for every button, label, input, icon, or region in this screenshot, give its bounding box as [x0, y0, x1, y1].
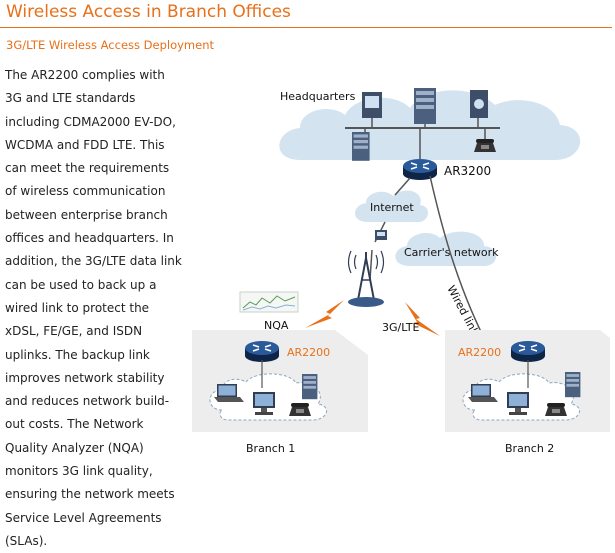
radio-tower-icon	[347, 250, 385, 307]
title-divider	[0, 27, 612, 28]
description-paragraph: The AR2200 complies with 3G and LTE stan…	[5, 68, 182, 548]
section-subtitle: 3G/LTE Wireless Access Deployment	[6, 38, 215, 52]
page-title: Wireless Access in Branch Offices	[6, 2, 291, 22]
carrier-network-label: Carrier's network	[404, 246, 499, 259]
network-diagram: Headquarters AR3200 Internet Carrier's n…	[192, 88, 610, 455]
hq-router-label: AR3200	[444, 164, 491, 178]
internet-label: Internet	[370, 201, 414, 214]
branch1-server-icon	[302, 374, 318, 400]
branch1-phone-icon	[289, 403, 311, 416]
hq-phone-icon	[474, 139, 496, 152]
vpn-device-icon	[375, 230, 387, 240]
hq-server-small-icon	[352, 132, 370, 161]
nqa-chart-icon	[239, 291, 299, 313]
branch2-phone-icon	[545, 403, 567, 416]
branch1-router-icon	[244, 340, 280, 363]
hq-server-icon	[362, 92, 382, 118]
headquarters-label: Headquarters	[280, 90, 356, 103]
branch2-server-icon	[565, 372, 581, 398]
branch2-router-label: AR2200	[458, 346, 501, 359]
wireless-link-left-icon	[305, 300, 344, 328]
nqa-label: NQA	[264, 319, 289, 332]
hq-server-rack-icon	[414, 88, 436, 124]
hq-storage-icon	[470, 90, 488, 118]
wireless-3g-lte-label: 3G/LTE	[382, 321, 420, 334]
carrier-network-cloud	[395, 231, 496, 266]
internet-cloud	[355, 190, 429, 222]
hq-router-icon	[402, 158, 438, 181]
branch1-panel	[192, 330, 368, 432]
branch1-name: Branch 1	[246, 442, 295, 455]
branch2-panel	[445, 330, 610, 432]
branch1-router-label: AR2200	[287, 346, 330, 359]
branch2-router-icon	[510, 340, 546, 363]
branch2-name: Branch 2	[505, 442, 554, 455]
